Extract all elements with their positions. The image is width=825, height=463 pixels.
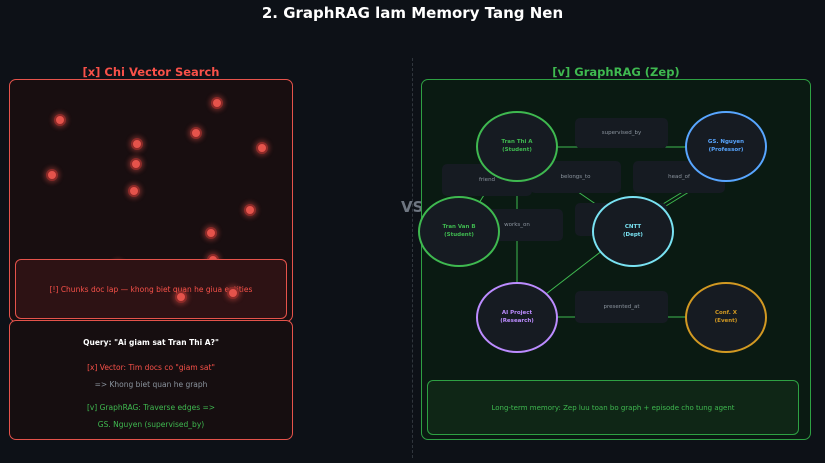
node-ai-project-type: (Research) [500, 317, 534, 324]
memory-note-box: Long-term memory: Zep luu toan bo graph … [427, 380, 799, 435]
node-tran-thi-a: Tran Thi A (Student) [476, 111, 558, 182]
node-cntt: CNTT (Dept) [592, 196, 674, 267]
node-tran-van-b: Tran Van B (Student) [418, 196, 500, 267]
chunk-dot [227, 287, 239, 299]
chunk-dot [190, 127, 202, 139]
node-tran-van-b-type: (Student) [444, 231, 474, 238]
vector-search-line: [x] Vector: Tim docs co "giam sat" [87, 363, 215, 372]
chunk-dot [131, 138, 143, 150]
chunk-dot [205, 227, 217, 239]
edge-leads [545, 249, 604, 295]
graphrag-line: [v] GraphRAG: Traverse edges => [86, 403, 216, 412]
query-comparison-box: Query: "Ai giam sat Tran Thi A?" [x] Vec… [9, 320, 293, 440]
node-tran-thi-a-name: Tran Thi A [501, 139, 533, 146]
node-ai-project-name: AI Project [501, 310, 533, 317]
chunk-dot [130, 158, 142, 170]
graphrag-result: GS. Nguyen (supervised_by) [97, 420, 205, 429]
vector-search-result: => Khong biet quan he graph [94, 380, 208, 389]
node-tran-thi-a-type: (Student) [502, 146, 532, 153]
node-gs-nguyen: GS. Nguyen (Professor) [685, 111, 767, 182]
page-title: 2. GraphRAG lam Memory Tang Nen [261, 4, 564, 22]
chunk-dot [211, 97, 223, 109]
node-tran-van-b-name: Tran Van B [442, 224, 476, 231]
node-cntt-type: (Dept) [623, 231, 643, 238]
node-ai-project: AI Project (Research) [476, 282, 558, 353]
vs-label: VS [401, 198, 424, 216]
node-conf-x-type: (Event) [714, 317, 738, 324]
node-conf-x-name: Conf. X [714, 310, 738, 317]
node-gs-nguyen-type: (Professor) [708, 146, 744, 153]
node-conf-x: Conf. X (Event) [685, 282, 767, 353]
node-cntt-name: CNTT [624, 224, 642, 231]
chunk-dot [128, 185, 140, 197]
chunk-dot [46, 169, 58, 181]
graph-panel-title: [v] GraphRAG (Zep) [552, 65, 680, 79]
vector-warning-box: [!] Chunks doc lap — khong biet quan he … [15, 259, 287, 319]
node-gs-nguyen-name: GS. Nguyen [707, 139, 745, 146]
vector-panel-title: [x] Chi Vector Search [82, 65, 220, 79]
edge-label-presented-at: presented_at [575, 291, 668, 323]
chunk-dot [54, 114, 66, 126]
chunk-dot [244, 204, 256, 216]
panel-divider [412, 58, 413, 458]
query-question: Query: "Ai giam sat Tran Thi A?" [83, 338, 219, 347]
chunk-dot [256, 142, 268, 154]
chunk-dot [175, 291, 187, 303]
edge-label-supervised-by: supervised_by [575, 118, 668, 148]
